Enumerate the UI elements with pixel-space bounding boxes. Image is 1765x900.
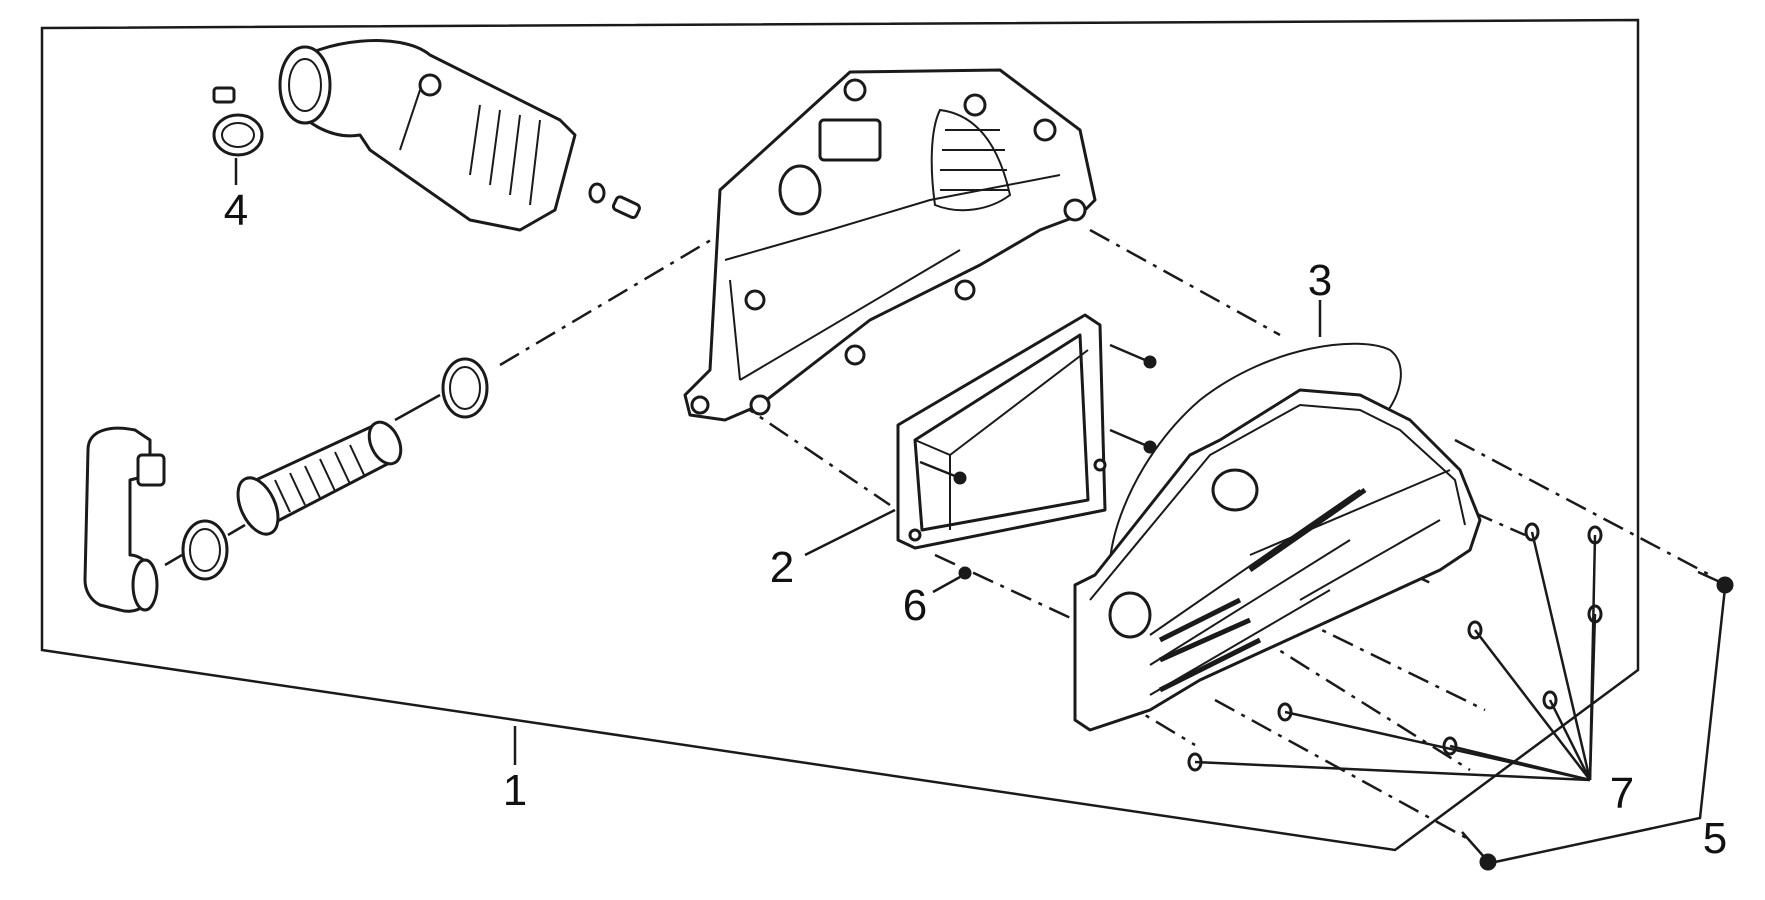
callout-2: 2 — [770, 543, 794, 592]
airbox-housing — [683, 68, 1097, 422]
callout-1: 1 — [503, 766, 527, 815]
airbox-fins — [940, 129, 1008, 191]
elbow-tube — [83, 426, 166, 613]
o-ring-upper — [441, 357, 489, 419]
leader-2 — [804, 508, 896, 557]
hose-clamp — [212, 86, 264, 157]
cover-slots — [1158, 487, 1367, 693]
leader-5 — [1494, 587, 1727, 864]
small-screw — [588, 182, 641, 220]
assembly-frame — [40, 18, 1640, 852]
o-ring-lower — [181, 519, 229, 581]
intake-duct — [278, 39, 577, 232]
bellows-ribs — [274, 444, 366, 513]
callout-5: 5 — [1703, 814, 1727, 863]
bellows-hose — [236, 420, 403, 536]
screw-6 — [932, 566, 972, 594]
callout-4: 4 — [224, 186, 248, 235]
callout-6: 6 — [903, 581, 927, 630]
air-filter-element — [896, 313, 1107, 550]
filter-screws — [919, 343, 1157, 485]
callout-7: 7 — [1610, 769, 1634, 818]
cover-ribs — [1149, 469, 1451, 696]
airbox-cover — [1073, 388, 1482, 732]
callout-3: 3 — [1308, 256, 1332, 305]
leader-7 — [1194, 531, 1597, 782]
